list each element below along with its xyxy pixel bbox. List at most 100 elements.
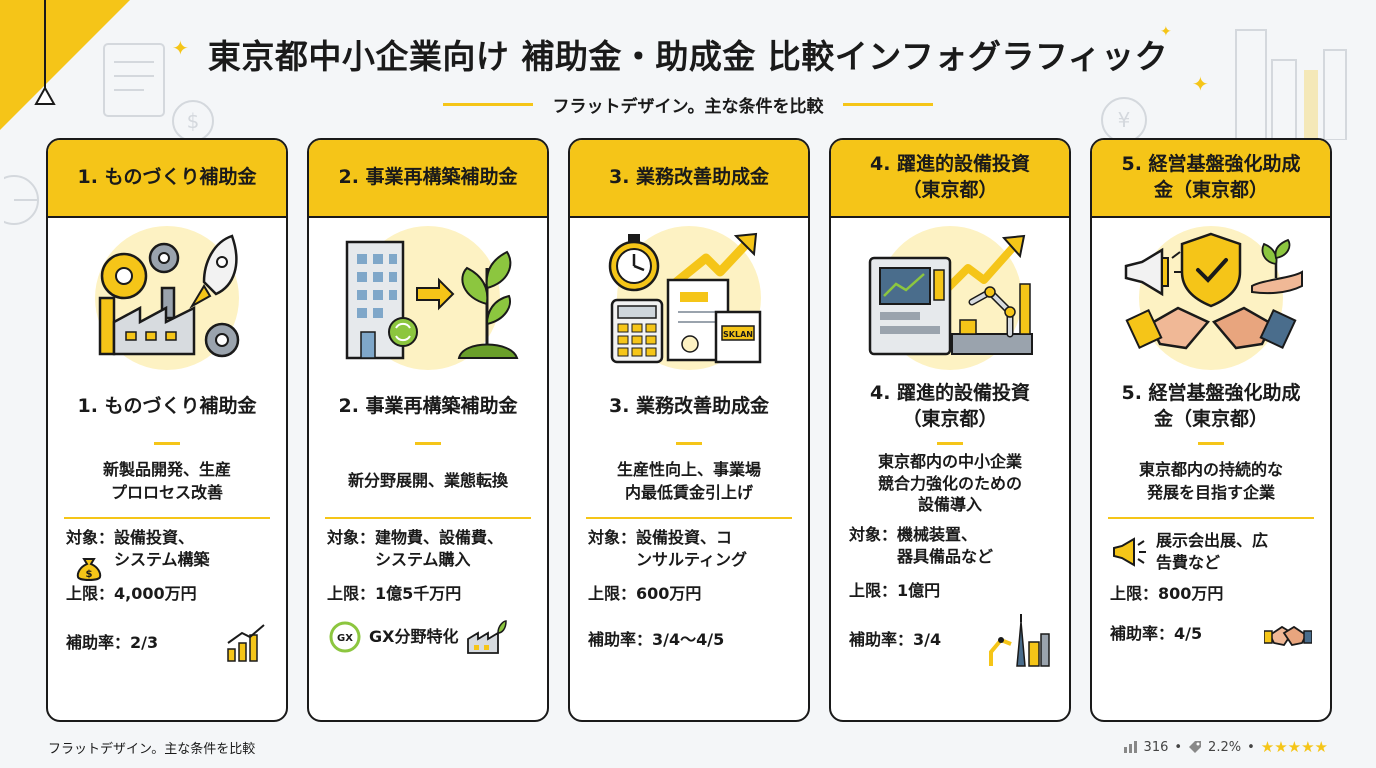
card-divider-dash <box>1198 442 1224 445</box>
card-divider <box>586 517 792 519</box>
bar-chart-icon <box>1123 741 1137 753</box>
card-equipment-investment: 4. 躍進的設備投資 （東京都） 4. 躍進的設備投資 （東京都） 東京都内の中… <box>829 138 1071 722</box>
gear-icon <box>148 242 180 274</box>
gear-icon <box>100 252 148 300</box>
hanging-lamp-icon <box>34 0 56 105</box>
percent-value: 2.2% <box>1208 739 1242 755</box>
machine-icon <box>868 256 952 356</box>
bar-chart-icon <box>227 624 265 663</box>
card-monozukuri: 1. ものづくり補助金 1. ものづくり補助金 新製品開発、生産 プロロセス改善… <box>46 138 288 722</box>
target-label: 対象： <box>327 528 376 547</box>
card-description: 生産性向上、事業場 内最低賃金引上げ <box>616 459 761 502</box>
view-count: 316 <box>1143 739 1169 755</box>
card-list: 1. ものづくり補助金 1. ものづくり補助金 新製品開発、生産 プロロセス改善… <box>46 138 1332 722</box>
page-title: 東京都中小企業向け 補助金・助成金 比較インフォグラフィック <box>207 37 1169 76</box>
card-target: 対象： 機械装置、 器具備品など <box>831 524 1069 574</box>
factory-icon <box>98 286 196 356</box>
card-rate-row: 補助率：4/5 <box>1092 617 1330 651</box>
stopwatch-icon <box>608 234 660 292</box>
card-limit: 上限：4,000万円 <box>66 584 197 603</box>
card-restructuring: 2. 事業再構築補助金 2. 事業再構築補助金 新分野展開、業態転換 対象： 建… <box>307 138 549 722</box>
card-limit: 上限：1億5千万円 <box>327 584 462 603</box>
footer-stats: 316 • 2.2% • ★★★★★ <box>1123 738 1328 756</box>
card-title: 1. ものづくり補助金 <box>77 395 257 418</box>
card-description: 新分野展開、業態転換 <box>347 471 508 491</box>
card-feature: GX分野特化 <box>369 627 459 647</box>
card-target: 展示会出展、広 告費など <box>1092 527 1330 577</box>
card-divider <box>1108 517 1314 519</box>
card-header: 5. 経営基盤強化助成 金（東京都） <box>1092 140 1330 218</box>
card-header: 4. 躍進的設備投資 （東京都） <box>831 140 1069 218</box>
bg-pie-icon <box>4 175 39 225</box>
trend-up-icon <box>939 234 1026 297</box>
trend-up-icon <box>671 232 758 288</box>
megaphone-icon <box>1124 247 1184 297</box>
subtitle-row: フラットデザイン。主な条件を比較 <box>0 92 1376 117</box>
plant-icon <box>457 250 519 359</box>
card-illustration <box>1092 218 1330 378</box>
page-subtitle: フラットデザイン。主な条件を比較 <box>552 97 824 117</box>
money-bag-icon: $ <box>76 558 102 581</box>
card-header: 2. 事業再構築補助金 <box>309 140 547 218</box>
calculator-icon <box>610 298 664 364</box>
card-feature-row: GX GX分野特化 <box>309 619 547 655</box>
card-rate-row: 補助率：2/3 <box>48 623 286 663</box>
stamp-document-icon: SKLAN <box>714 310 762 364</box>
svg-text:GX: GX <box>337 633 353 644</box>
card-title: 3. 業務改善助成金 <box>608 395 770 418</box>
target-value: 展示会出展、広 告費など <box>1156 530 1269 572</box>
target-label: 対象： <box>66 528 115 547</box>
svg-text:$: $ <box>86 569 93 580</box>
card-illustration <box>309 218 547 378</box>
card-limit: 上限：800万円 <box>1110 584 1224 603</box>
card-target: 対象： 建物費、設備費、 システム購入 <box>309 527 547 577</box>
card-header: 3. 業務改善助成金 <box>570 140 808 218</box>
svg-text:SKLAN: SKLAN <box>723 330 753 339</box>
megaphone-icon <box>1113 537 1146 567</box>
card-divider <box>64 517 270 519</box>
sparkle-icon: ✦ <box>1160 24 1172 40</box>
target-label: 対象： <box>849 524 898 544</box>
card-management-foundation: 5. 経営基盤強化助成 金（東京都） 5. 経営基盤強化助成 金（東京都） 東京… <box>1090 138 1332 722</box>
target-label: 対象： <box>588 528 637 547</box>
card-target: 対象： 設備投資、コ ンサルティング <box>570 527 808 577</box>
card-divider-dash <box>676 442 702 445</box>
recycle-icon <box>388 317 418 347</box>
shield-check-icon <box>1180 232 1242 308</box>
target-value: 機械装置、 器具備品など <box>897 524 994 567</box>
card-divider-dash <box>937 442 963 445</box>
eco-factory-icon <box>467 620 508 655</box>
bg-city-icon <box>1235 29 1347 140</box>
rocket-icon <box>189 234 238 309</box>
card-title: 4. 躍進的設備投資 （東京都） <box>869 382 1031 430</box>
card-divider-dash <box>415 442 441 445</box>
card-illustration: SKLAN <box>570 218 808 378</box>
target-value: 設備投資、 システム構築 <box>114 528 210 570</box>
tag-icon <box>1189 741 1202 753</box>
card-illustration <box>48 218 286 378</box>
plant-hand-icon <box>1251 238 1303 295</box>
sparkle-icon: ✦ <box>1192 72 1209 96</box>
header: 東京都中小企業向け 補助金・助成金 比較インフォグラフィック フラットデザイン。… <box>0 30 1376 117</box>
card-rate: 補助率：4/5 <box>1110 624 1203 644</box>
card-limit: 上限：600万円 <box>588 584 702 603</box>
target-value: 設備投資、コ ンサルティング <box>636 528 748 570</box>
target-value: 建物費、設備費、 システム購入 <box>375 528 504 570</box>
tower-robot-icon <box>989 614 1050 667</box>
rating-stars: ★★★★★ <box>1260 738 1328 756</box>
card-divider-dash <box>154 442 180 445</box>
svg-text:$: $ <box>187 109 200 133</box>
card-business-improvement: 3. 業務改善助成金 SKLAN 3. 業務改善助成金 生産性向上、事業場 内最… <box>568 138 810 722</box>
sparkle-icon: ✦ <box>172 36 189 60</box>
bg-document-icon <box>103 43 165 117</box>
card-illustration <box>831 218 1069 378</box>
gear-icon <box>204 322 240 358</box>
arrow-right-icon <box>416 277 455 311</box>
card-header: 1. ものづくり補助金 <box>48 140 286 218</box>
card-rate-row: 補助率：3/4 <box>831 612 1069 668</box>
card-rate-row: 補助率：3/4〜4/5 <box>570 629 808 651</box>
card-description: 新製品開発、生産 プロロセス改善 <box>102 459 231 502</box>
handshake-icon <box>1125 306 1297 350</box>
gx-recycle-icon: GX <box>329 621 361 653</box>
separator-dot: • <box>1174 739 1183 755</box>
